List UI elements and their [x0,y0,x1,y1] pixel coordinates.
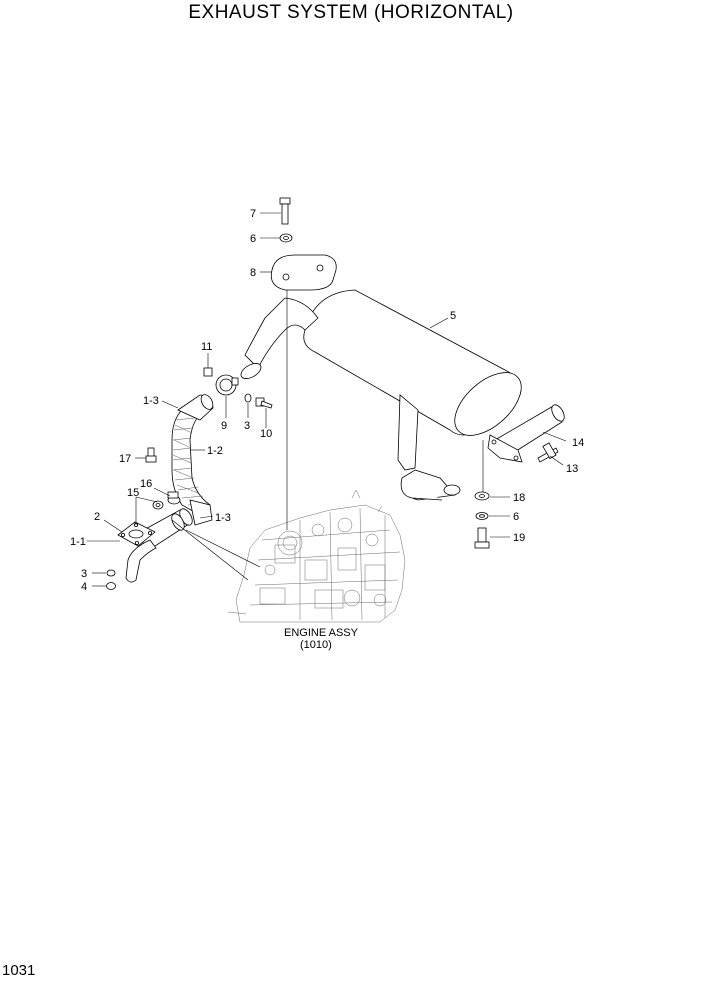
engine-assy-label: ENGINE ASSY [284,627,359,639]
muffler-part [240,289,522,501]
mounting-plate-part [270,254,337,291]
callout-1-2: 1-2 [207,445,223,457]
callout-5: 5 [450,310,456,322]
callout-16: 16 [140,478,152,490]
callout-8: 8 [250,267,256,279]
hose-elbow-lower-part [189,499,213,526]
washer-3-lower-part [106,569,116,577]
callout-3-lower: 3 [81,568,87,580]
callout-labels: 7 6 8 5 11 1-3 9 3 10 1-2 17 16 15 2 1-3… [70,208,584,651]
exhaust-pipe-1-1-part [125,508,193,583]
callout-1-3-upper: 1-3 [143,395,159,407]
nut-4-part [106,582,116,590]
nut-11-part [203,367,213,377]
callout-10: 10 [260,428,272,440]
callout-4: 4 [81,581,87,593]
washer-18-part [474,491,490,501]
bolt-17-part [145,447,157,463]
hose-elbow-upper-part [177,394,214,421]
engine-assy-ref: (1010) [300,639,332,651]
callout-1-3-lower: 1-3 [215,512,231,524]
clamp-16-part [167,491,181,505]
leader-lines [87,212,567,587]
washer-3-upper-part [244,393,252,403]
callout-11: 11 [201,341,212,353]
engine-assembly-drawing [227,489,406,623]
callout-18: 18 [513,492,525,504]
callout-3-upper: 3 [244,420,250,432]
callout-13: 13 [566,463,578,475]
callout-14: 14 [572,437,584,449]
page-title: EXHAUST SYSTEM (HORIZONTAL) [188,2,514,23]
bolt-10-part [255,397,273,409]
tail-pipe-part [487,404,565,463]
flange-gasket-2-part [117,521,156,547]
callout-6-lower: 6 [513,511,519,523]
callout-1-1: 1-1 [70,536,86,548]
callout-7: 7 [250,208,256,220]
washer-6-lower-part [475,512,489,520]
washer-6-top-part [279,233,293,243]
callout-2: 2 [94,511,100,523]
callout-15: 15 [127,487,139,499]
bolt-7-part [279,197,291,225]
clamp-9-part [215,374,239,396]
page-number: 1031 [2,962,36,979]
bolt-13-part [537,442,559,463]
bolt-19-part [474,527,490,549]
callout-19: 19 [513,532,525,544]
callout-17: 17 [119,453,131,465]
clamp-15-part [152,500,164,510]
callout-9: 9 [221,420,227,432]
callout-6-upper: 6 [250,233,256,245]
